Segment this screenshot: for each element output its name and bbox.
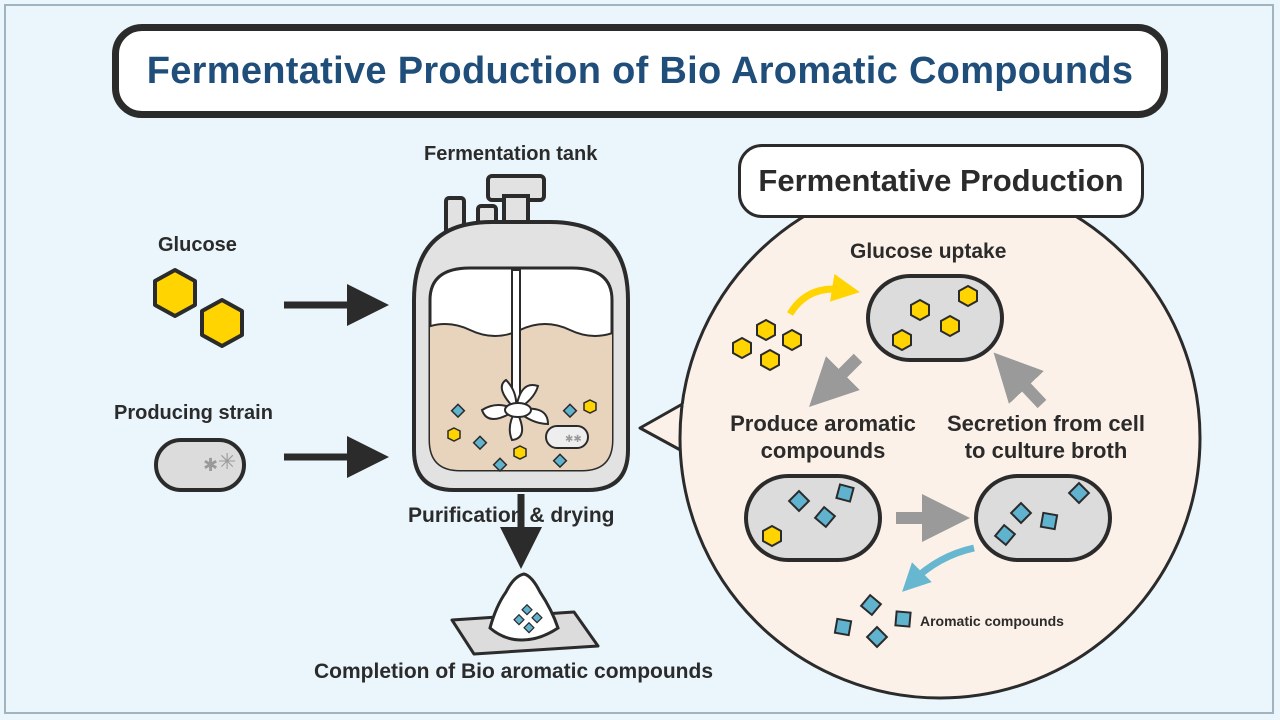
free-glucose-group xyxy=(732,318,802,372)
cell-with-aromatics xyxy=(974,474,1112,562)
svg-text:✳: ✳ xyxy=(218,450,236,475)
produce-arrow xyxy=(809,353,863,407)
svg-text:✱✱: ✱✱ xyxy=(565,434,582,445)
release-arrow xyxy=(902,544,975,592)
page-title: Fermentative Production of Bio Aromatic … xyxy=(146,49,1134,92)
producing-strain-cell-icon: ✱ ✳ xyxy=(154,438,246,492)
completion-label: Completion of Bio aromatic compounds xyxy=(314,660,714,683)
purification-label: Purification & drying xyxy=(408,504,615,527)
uptake-arrow xyxy=(786,273,860,316)
glucose-label: Glucose xyxy=(158,234,237,256)
title-banner: Fermentative Production of Bio Aromatic … xyxy=(112,24,1168,118)
cell-producing-aromatics xyxy=(744,474,882,562)
cell-with-glucose xyxy=(866,274,1004,362)
stirrer-impeller-icon xyxy=(480,378,550,442)
produce-aromatic-label-line2: compounds xyxy=(760,438,886,463)
secretion-arrow xyxy=(993,352,1047,409)
producing-strain-label: Producing strain xyxy=(114,402,273,424)
broth-contents: ✱✱ xyxy=(447,399,597,473)
svg-text:✱: ✱ xyxy=(203,455,218,476)
powder-pile-icon xyxy=(450,572,600,656)
secretion-label-line2: to culture broth xyxy=(964,438,1128,463)
glucose-uptake-label: Glucose uptake xyxy=(850,240,1007,263)
panel-title: Fermentative Production xyxy=(738,144,1144,218)
produce-aromatic-label-line1: Produce aromatic xyxy=(730,411,916,436)
aromatic-compounds-label: Aromatic compounds xyxy=(920,613,1064,629)
fermentation-tank-icon xyxy=(412,174,630,492)
secretion-label-line1: Secretion from cell xyxy=(946,411,1146,436)
aromatic-compound-square-icon xyxy=(833,593,912,649)
fermentation-detail-panel xyxy=(638,176,1202,700)
glucose-hexagon-icon xyxy=(153,268,244,348)
fermentation-tank-label: Fermentation tank xyxy=(424,143,598,165)
